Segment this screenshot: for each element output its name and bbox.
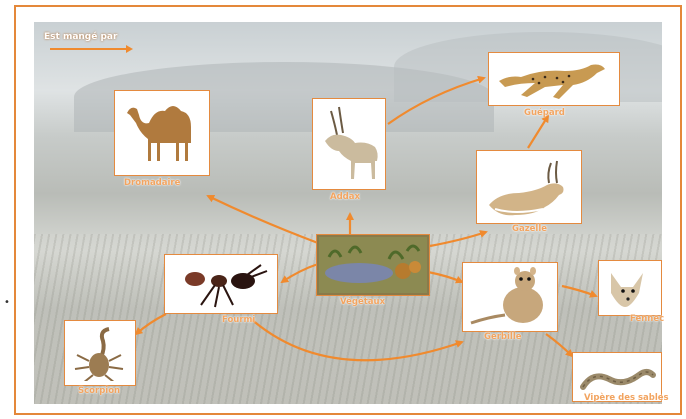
ant-icon [169,259,273,309]
fox-icon [603,265,657,311]
arrow-fourmi-gerbille [250,318,462,360]
arrow-gerbille-vipere [546,334,572,356]
label-vipere: Vipère des sables [584,393,669,403]
label-gazelle: Gazelle [512,224,547,234]
arrow-vegetaux-gazelle [430,232,486,246]
node-dromadaire [114,90,210,176]
node-scorpion [64,320,136,386]
arrow-gerbille-fennec [562,286,596,296]
arrow-addax-guepard [388,78,484,124]
plants-icon [319,237,427,293]
label-dromadaire: Dromadaire [124,178,180,188]
label-vegetaux: Végétaux [340,297,385,307]
node-guepard [488,52,620,106]
label-scorpion: Scorpion [78,386,120,396]
node-vegetaux [316,234,430,296]
camel-icon [119,95,205,171]
label-fourmi: Fourmi [222,315,255,325]
label-fennec: Fennec [630,314,664,324]
node-fourmi [164,254,278,314]
arrow-vegetaux-dromadaire [208,196,318,243]
arrow-vegetaux-gerbille [428,272,462,282]
node-fennec [598,260,662,316]
node-gazelle [476,150,582,224]
arrow-vegetaux-fourmi [282,264,318,282]
label-addax: Addax [330,192,360,202]
arrow-gazelle-guepard [528,116,548,148]
node-gerbille [462,262,558,332]
gerbil-icon [467,267,553,327]
label-gerbille: Gerbille [484,332,522,342]
viper-icon [577,357,657,397]
gazelle-icon [481,155,577,219]
cheetah-icon [493,57,615,101]
label-guepard: Guépard [524,108,565,118]
antelope-icon [317,103,381,185]
scorpion-icon [69,325,131,381]
arrow-fourmi-scorpion [136,314,166,334]
node-addax [312,98,386,190]
